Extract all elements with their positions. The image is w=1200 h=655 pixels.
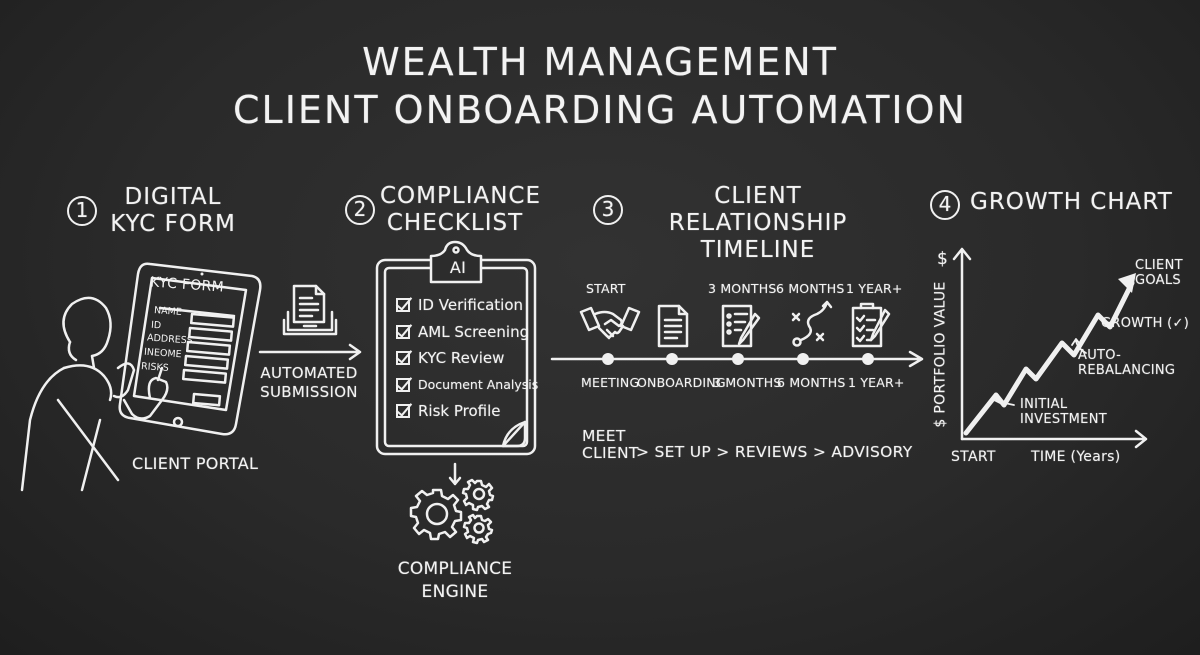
- flow-step-advisory: ADVISORY: [831, 443, 913, 461]
- checklist-item-label: AML Screening: [418, 322, 530, 341]
- step-number-2: 2: [345, 195, 375, 225]
- form-field-label-id: ID: [150, 319, 162, 332]
- ai-tag: AI: [449, 258, 467, 277]
- automated-submission-label-line2: SUBMISSION: [260, 383, 358, 401]
- checklist-item-aml-screening: AML Screening: [396, 319, 538, 346]
- timeline-dot-6-months: [797, 353, 809, 365]
- checklist-item-kyc-review: KYC Review: [396, 345, 538, 372]
- form-pencil-icon: [721, 304, 761, 348]
- annotation-initial-investment-line1: INITIAL: [1020, 397, 1068, 412]
- gears-icon: [409, 462, 495, 545]
- annotation-auto-rebalancing: AUTO- REBALANCING: [1078, 348, 1175, 378]
- compliance-engine-label: COMPLIANCE ENGINE: [380, 558, 530, 604]
- section-3-heading-line2: TIMELINE: [700, 237, 816, 263]
- checkbox-checked-icon: [396, 324, 410, 339]
- checklist-item-document-analysis: Document Analysis: [396, 372, 538, 399]
- flow-steps-row: > SET UP > REVIEWS > ADVISORY: [636, 443, 913, 462]
- section-3-heading-line1: CLIENT RELATIONSHIP: [668, 183, 848, 236]
- section-2-heading-line2: CHECKLIST: [386, 210, 524, 236]
- checklist-item-label: KYC Review: [418, 349, 505, 368]
- flow-step-set-up: SET UP: [654, 443, 712, 461]
- checklist-item-label: Risk Profile: [418, 402, 501, 421]
- timeline-top-label-3-months: 3 MONTHS: [708, 281, 777, 296]
- annotation-auto-rebalancing-line2: REBALANCING: [1078, 363, 1176, 378]
- client-portal-caption: CLIENT PORTAL: [132, 454, 259, 473]
- timeline-label-3-months: 3 MONTHS: [713, 375, 782, 390]
- section-3-heading: CLIENT RELATIONSHIP TIMELINE: [628, 183, 888, 264]
- checklist-item-label: ID Verification: [418, 296, 524, 315]
- annotation-client-goals-line1: CLIENT: [1135, 258, 1183, 273]
- flow-step-reviews: REVIEWS: [734, 443, 808, 461]
- form-field-label-name: NAME: [153, 305, 183, 318]
- section-1-heading-line1: DIGITAL: [124, 184, 222, 210]
- timeline-top-label-1-year: 1 YEAR+: [846, 281, 903, 296]
- arrow-right-icon: [258, 343, 362, 361]
- section-4-heading: GROWTH CHART: [970, 189, 1173, 215]
- timeline-dot-onboarding: [666, 353, 678, 365]
- step-number-4: 4: [930, 190, 960, 220]
- annotation-initial-investment-line2: INVESTMENT: [1020, 412, 1107, 427]
- handshake-icon: [579, 306, 641, 340]
- growth-chart: [952, 247, 1148, 449]
- timeline-label-6-months: 6 MONTHS: [777, 375, 846, 390]
- annotation-auto-rebalancing-line1: AUTO-: [1078, 348, 1122, 363]
- checkbox-checked-icon: [396, 377, 410, 392]
- compliance-engine-label-line2: ENGINE: [421, 582, 489, 602]
- checkbox-checked-icon: [396, 351, 410, 366]
- timeline-dot-3-months: [732, 353, 744, 365]
- compliance-checklist: ID Verification AML Screening KYC Review…: [396, 292, 538, 425]
- annotation-initial-investment: INITIAL INVESTMENT: [1020, 397, 1107, 427]
- timeline-dot-meeting: [602, 353, 614, 365]
- automated-submission-label-line1: AUTOMATED: [260, 364, 358, 382]
- checklist-item-label: Document Analysis: [418, 377, 539, 393]
- checklist-item-id-verification: ID Verification: [396, 292, 538, 319]
- compliance-engine-label-line1: COMPLIANCE: [397, 559, 513, 579]
- step-number-3: 3: [593, 195, 623, 225]
- section-2-heading: COMPLIANCE CHECKLIST: [380, 183, 542, 237]
- y-axis: [952, 247, 972, 441]
- annotation-growth: GROWTH (✓): [1101, 316, 1190, 331]
- annotation-client-goals-line2: GOALS: [1135, 273, 1181, 288]
- annotation-client-goals: CLIENT GOALS: [1135, 258, 1183, 288]
- timeline-label-meeting: MEETING: [581, 375, 640, 390]
- checkbox-checked-icon: [396, 298, 410, 313]
- y-axis-label: $ PORTFOLIO VALUE: [932, 281, 949, 428]
- x-axis-label: TIME (Years): [1031, 449, 1121, 465]
- checkbox-checked-icon: [396, 404, 410, 419]
- section-1-heading-line2: KYC FORM: [110, 211, 236, 237]
- document-icon: [657, 304, 689, 348]
- timeline-icons: [579, 300, 891, 348]
- timeline-label-1-year: 1 YEAR+: [848, 375, 905, 390]
- checklist-item-risk-profile: Risk Profile: [396, 398, 538, 425]
- tablet-form-person-icon: [20, 262, 262, 492]
- timeline-top-label-start: START: [586, 281, 626, 296]
- automated-submission-label: AUTOMATED SUBMISSION: [259, 364, 359, 402]
- x-axis: [960, 429, 1148, 449]
- y-axis-dollar-symbol: $: [937, 249, 949, 269]
- flow-step-meet-client: MEET CLIENT: [582, 428, 639, 462]
- step-number-1: 1: [67, 196, 97, 226]
- flow-separator-icon: >: [636, 443, 650, 461]
- strategy-path-icon: [791, 300, 833, 347]
- clipboard-icon: [375, 240, 537, 456]
- document-tray-icon: [282, 284, 338, 336]
- clipboard-check-icon: [851, 302, 891, 348]
- flow-separator-icon: >: [716, 443, 730, 461]
- form-field-label-risks: RISKS: [140, 361, 170, 374]
- flow-separator-icon: >: [812, 443, 827, 461]
- main-title-line1: WEALTH MANAGEMENT: [362, 40, 838, 84]
- timeline-dot-1-year: [862, 353, 874, 365]
- section-2-heading-line1: COMPLIANCE: [380, 183, 542, 209]
- x-axis-start-label: START: [951, 449, 996, 465]
- main-title-line2: CLIENT ONBOARDING AUTOMATION: [233, 88, 967, 132]
- flow-step-meet-client-line2: CLIENT: [582, 444, 639, 462]
- timeline-label-onboarding: ONBOARDING: [637, 375, 726, 390]
- flow-step-meet-client-line1: MEET: [582, 427, 626, 445]
- section-1-heading: DIGITAL KYC FORM: [108, 184, 238, 238]
- timeline-top-label-6-months: 6 MONTHS: [776, 281, 845, 296]
